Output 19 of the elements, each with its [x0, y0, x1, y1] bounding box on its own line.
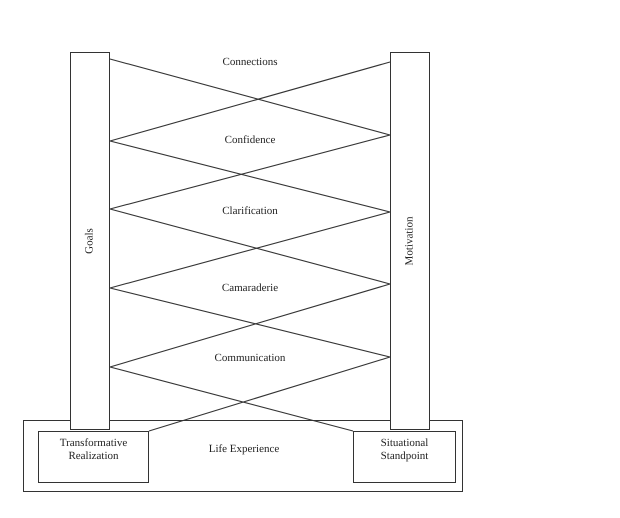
- connector-line: [110, 283, 390, 368]
- corner-box: [38, 431, 149, 483]
- box-label: Transformative Realization: [58, 437, 128, 463]
- base-label: Life Experience: [208, 443, 280, 456]
- vertical-bar: [390, 52, 430, 430]
- band-label: Camaraderie: [222, 282, 278, 295]
- connector-line: [110, 366, 354, 432]
- connector-line: [110, 287, 390, 358]
- base-frame: [23, 420, 463, 492]
- bar-label: Motivation: [404, 216, 416, 266]
- bar-label: Goals: [84, 228, 96, 254]
- band-label: Connections: [222, 56, 278, 69]
- band-label: Confidence: [224, 134, 276, 147]
- band-label: Communication: [214, 352, 286, 365]
- vertical-bar: [70, 52, 110, 430]
- band-label: Clarification: [222, 205, 278, 218]
- box-label: Situational Standpoint: [380, 437, 430, 463]
- corner-box: [353, 431, 456, 483]
- connector-line: [148, 356, 390, 432]
